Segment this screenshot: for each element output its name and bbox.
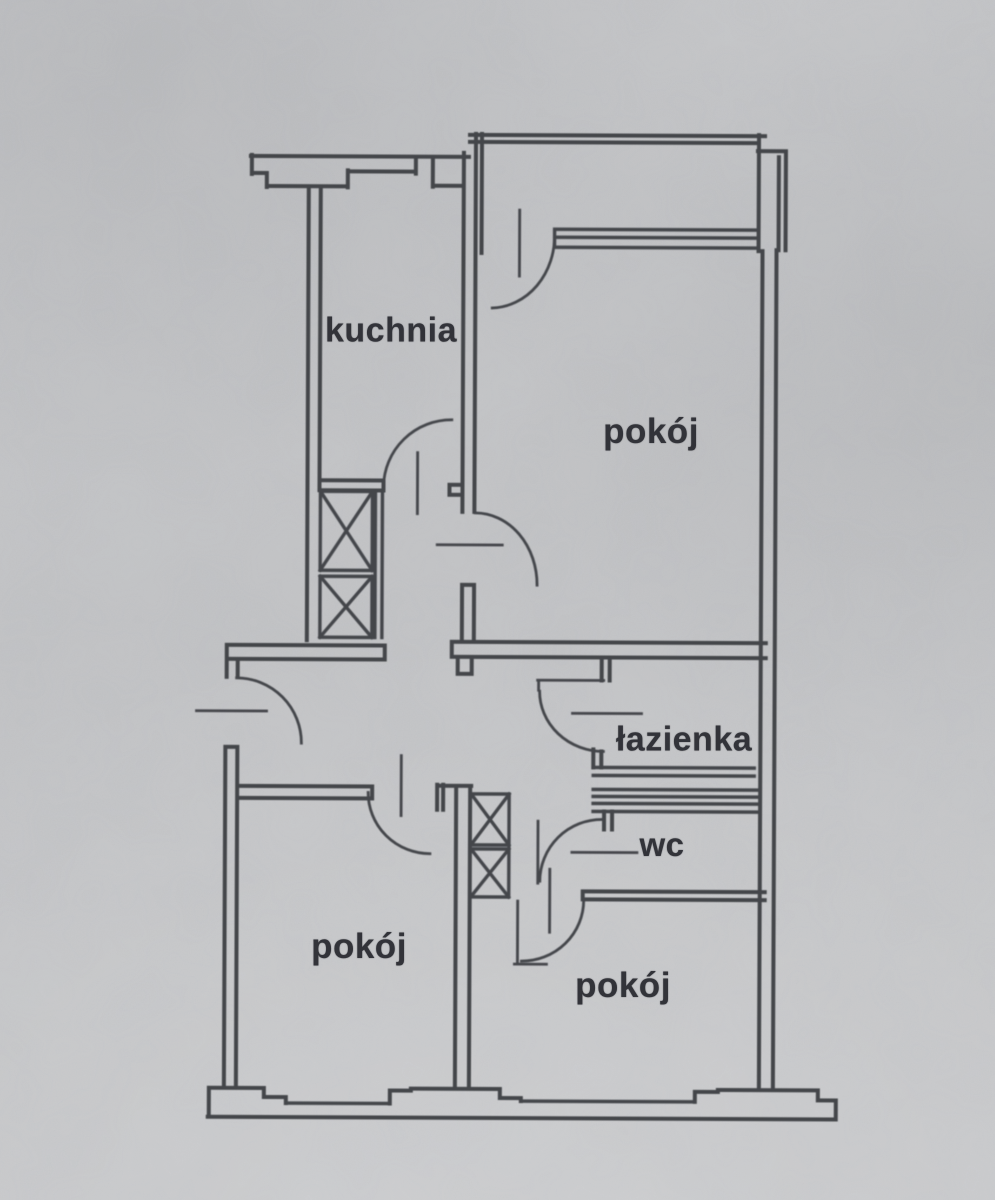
duct-wall: [591, 765, 759, 832]
outer-wall-west: [221, 744, 240, 1090]
kuchnia-walls: [304, 131, 479, 643]
wall-wc-south: [580, 889, 767, 903]
room-label-pokoj-dolny-prawy: pokój: [575, 966, 671, 1005]
window-bottom-right: [519, 1099, 697, 1104]
pokoj-dolny-lewy-walls: [237, 783, 375, 801]
room-label-pokoj-dolny-lewy: pokój: [311, 927, 407, 966]
ventilation-shaft-kuchnia-icon: [317, 488, 385, 640]
window-top-right: [552, 227, 761, 250]
balcony-top-left: [248, 152, 471, 190]
ventilation-shaft-wc-icon: [468, 791, 512, 900]
outer-wall-east: [756, 248, 779, 1093]
door-pokoj-dolny-lewy-arc: [366, 754, 432, 856]
door-wc-arc: [536, 818, 639, 885]
outer-wall-south: [205, 1085, 838, 1122]
door-balcony-arc: [490, 208, 556, 310]
wall-middle-bottom: [435, 782, 474, 1091]
room-label-pokoj-gorny: pokój: [603, 412, 699, 451]
hallway-walls: [224, 639, 768, 679]
door-pokoj-dolny-prawy-arc: [513, 867, 586, 966]
room-label-lazienka: łazienka: [615, 720, 753, 759]
room-label-wc: wc: [639, 826, 685, 863]
door-entrance-arc: [195, 676, 303, 745]
room-label-kuchnia: kuchnia: [325, 311, 457, 350]
door-pokoj-gorny-arc: [435, 511, 539, 643]
door-kuchnia-arc: [382, 418, 454, 516]
